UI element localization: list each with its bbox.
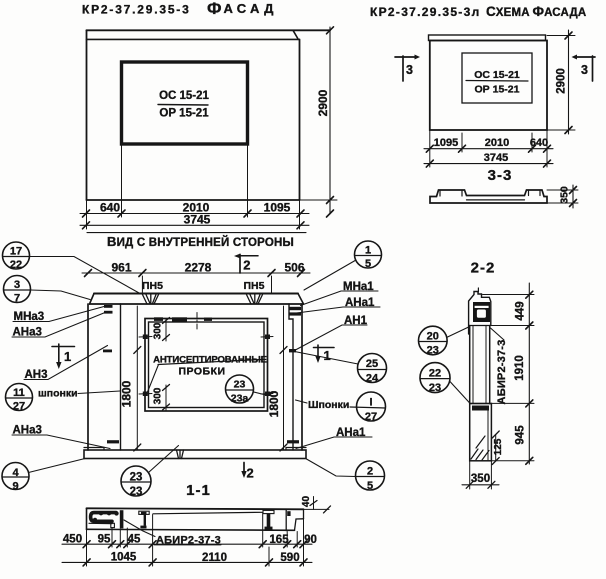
- svg-text:АНТИСЕПТИРОВАННЫЕ: АНТИСЕПТИРОВАННЫЕ: [153, 355, 268, 366]
- svg-text:5: 5: [367, 480, 373, 492]
- svg-text:КР2-37.29.35-3л: КР2-37.29.35-3л: [370, 5, 481, 19]
- svg-text:24: 24: [366, 373, 379, 385]
- svg-text:ОС 15-21: ОС 15-21: [159, 90, 209, 102]
- svg-text:ПН5: ПН5: [244, 280, 265, 292]
- svg-text:АБИР2-37-3: АБИР2-37-3: [496, 340, 508, 405]
- svg-text:1095: 1095: [264, 201, 291, 215]
- svg-text:КР2-37.29.35-3: КР2-37.29.35-3: [82, 3, 191, 17]
- svg-text:1910: 1910: [514, 355, 526, 381]
- svg-text:ВИД С ВНУТРЕННЕЙ СТОРОНЫ: ВИД С ВНУТРЕННЕЙ СТОРОНЫ: [107, 234, 294, 249]
- svg-text:шпонки: шпонки: [38, 388, 78, 400]
- svg-text:3-3: 3-3: [488, 167, 513, 184]
- svg-text:350: 350: [471, 473, 490, 485]
- svg-text:2010: 2010: [183, 201, 210, 215]
- svg-text:300: 300: [153, 322, 164, 339]
- svg-text:45: 45: [128, 534, 141, 546]
- svg-text:2: 2: [243, 258, 250, 273]
- svg-text:1: 1: [324, 348, 331, 363]
- svg-text:640: 640: [530, 137, 548, 149]
- svg-text:590: 590: [280, 552, 299, 564]
- svg-text:2278: 2278: [185, 261, 212, 275]
- svg-text:449: 449: [515, 301, 527, 320]
- svg-text:АНа3: АНа3: [13, 327, 42, 339]
- svg-text:125: 125: [493, 438, 504, 455]
- svg-text:1800: 1800: [267, 390, 281, 417]
- svg-text:АНа1: АНа1: [336, 427, 366, 439]
- svg-text:Шпонки: Шпонки: [308, 399, 349, 411]
- svg-text:350: 350: [559, 186, 571, 204]
- svg-text:23: 23: [130, 486, 143, 498]
- svg-text:АБИР2-37-3: АБИР2-37-3: [156, 535, 221, 547]
- svg-text:ПН5: ПН5: [142, 280, 163, 292]
- svg-text:3745: 3745: [484, 152, 508, 164]
- svg-text:2: 2: [247, 466, 254, 481]
- svg-text:ОР 15-21: ОР 15-21: [159, 108, 209, 120]
- svg-text:3745: 3745: [184, 213, 211, 227]
- svg-text:20: 20: [427, 331, 439, 343]
- svg-text:1800: 1800: [120, 380, 134, 407]
- svg-text:ФАСАД: ФАСАД: [207, 0, 278, 18]
- svg-text:2110: 2110: [202, 552, 227, 564]
- svg-text:23: 23: [429, 382, 441, 394]
- svg-text:3: 3: [14, 279, 20, 291]
- svg-text:23а: 23а: [231, 393, 249, 405]
- svg-text:1045: 1045: [111, 552, 137, 564]
- svg-text:ОС 15-21: ОС 15-21: [474, 69, 520, 81]
- svg-text:ОР 15-21: ОР 15-21: [475, 84, 520, 96]
- svg-text:АНа1: АНа1: [345, 297, 375, 309]
- svg-text:27: 27: [365, 411, 377, 423]
- svg-text:90: 90: [304, 534, 317, 546]
- svg-text:1: 1: [64, 349, 71, 364]
- svg-text:23: 23: [234, 379, 246, 391]
- svg-text:2900: 2900: [556, 68, 568, 94]
- svg-text:25: 25: [366, 358, 378, 370]
- svg-text:23: 23: [427, 345, 439, 357]
- svg-text:23: 23: [130, 472, 143, 484]
- svg-text:5: 5: [365, 258, 371, 270]
- svg-text:7: 7: [14, 293, 20, 305]
- svg-text:1095: 1095: [434, 137, 458, 149]
- svg-text:17: 17: [10, 246, 22, 258]
- svg-text:2900: 2900: [316, 89, 330, 116]
- svg-text:1: 1: [365, 245, 371, 257]
- svg-text:165: 165: [269, 534, 289, 546]
- svg-text:22: 22: [429, 368, 441, 380]
- svg-text:11: 11: [13, 387, 25, 399]
- svg-text:9: 9: [12, 481, 18, 493]
- svg-text:95: 95: [98, 534, 111, 546]
- svg-text:300: 300: [153, 387, 164, 404]
- svg-text:450: 450: [63, 534, 82, 546]
- svg-text:ПРОБКИ: ПРОБКИ: [178, 366, 225, 378]
- svg-text:27: 27: [13, 401, 25, 413]
- svg-text:1-1: 1-1: [186, 482, 211, 499]
- svg-text:МНа1: МНа1: [343, 281, 374, 293]
- svg-text:СХЕМА ФАСАДА: СХЕМА ФАСАДА: [486, 4, 586, 19]
- svg-text:2: 2: [367, 466, 373, 478]
- svg-text:МНа3: МНа3: [14, 311, 45, 323]
- svg-text:2-2: 2-2: [471, 260, 496, 277]
- svg-text:640: 640: [100, 201, 120, 215]
- svg-text:22: 22: [10, 259, 22, 271]
- svg-text:4: 4: [12, 467, 19, 479]
- svg-text:3: 3: [406, 63, 413, 77]
- svg-text:АН1: АН1: [344, 315, 368, 327]
- svg-text:506: 506: [284, 261, 304, 275]
- svg-text:2010: 2010: [485, 137, 509, 149]
- svg-text:40: 40: [301, 496, 312, 508]
- svg-text:945: 945: [515, 425, 527, 445]
- svg-text:961: 961: [111, 261, 131, 275]
- svg-text:I: I: [369, 397, 372, 409]
- svg-text:АН3: АН3: [25, 369, 48, 381]
- svg-text:АНа3: АНа3: [13, 425, 42, 437]
- svg-text:3: 3: [581, 63, 588, 77]
